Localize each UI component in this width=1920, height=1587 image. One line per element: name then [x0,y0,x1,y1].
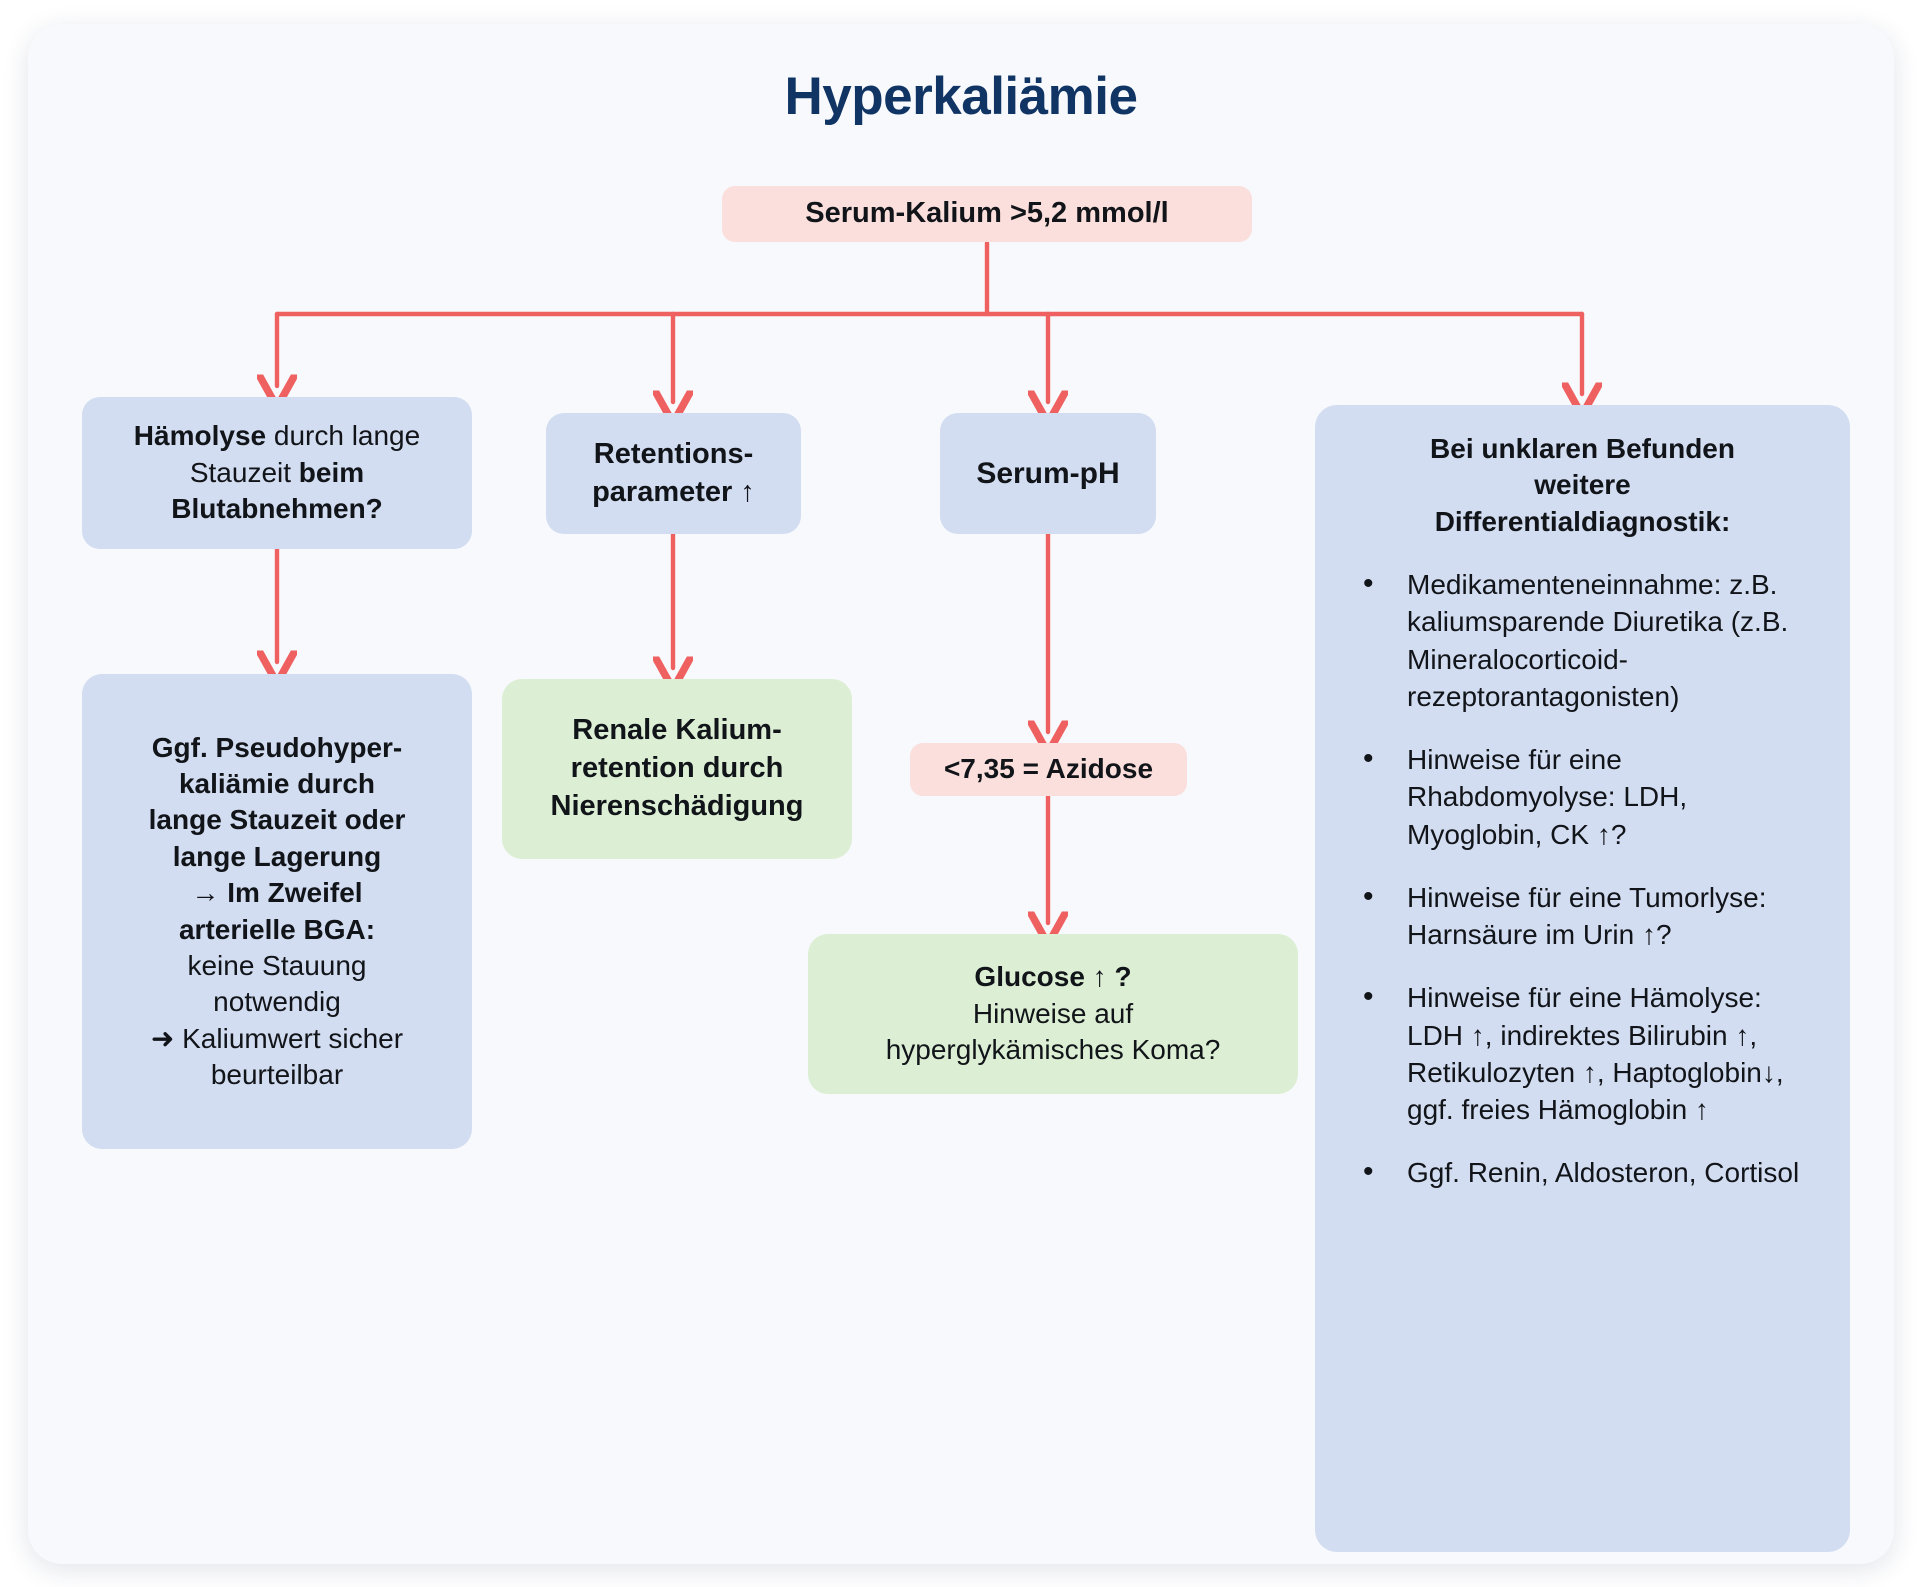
pseudo-line-9: ➜ Kaliumwert sicher [150,1022,404,1054]
node-retentionsparameter: Retentions- parameter ↑ [546,413,801,534]
dd-head-line-2: weitere [1534,469,1631,501]
node-azidose: <7,35 = Azidose [910,743,1187,796]
glucose-line-3: hyperglykämisches Koma? [885,1034,1221,1066]
pseudo-line-3: lange Stauzeit oder [148,804,406,836]
pseudo-line-1: Ggf. Pseudohyper- [151,731,403,763]
node-glucose: Glucose ↑ ? Hinweise auf hyperglykämisch… [808,934,1298,1094]
node-pseudohyperkaliaemie: Ggf. Pseudohyper- kaliämie durch lange S… [82,674,472,1149]
pseudo-line-7: keine Stauung [187,949,367,981]
pseudo-line-5: → Im Zweifel [191,877,363,909]
differentialdiagnostik-heading: Bei unklaren Befunden weitere Differenti… [1315,405,1850,540]
pseudo-line-4: lange Lagerung [172,840,382,872]
pseudo-line-8: notwendig [213,986,341,1018]
list-item: Hinweise für eine Hämolyse: LDH ↑, indir… [1349,977,1820,1128]
pseudo-line-10: beurteilbar [210,1059,344,1091]
list-item: Hinweise für eine Tumorlyse: Harnsäure i… [1349,877,1820,953]
node-serum-ph: Serum-pH [940,413,1156,534]
pseudo-line-6: arterielle BGA: [178,913,376,945]
glucose-line-1: Glucose ↑ ? [974,961,1132,993]
page-title: Hyperkaliämie [784,67,1138,126]
diagram-canvas: Hyperkaliämie Serum-Kalium > [28,24,1894,1564]
pseudo-line-2: kaliämie durch [178,767,376,799]
dd-head-line-3: Differentialdiagnostik: [1434,505,1731,537]
node-serum-kalium: Serum-Kalium >5,2 mmol/l [722,186,1252,242]
haemolyse-mid: durch lange Stauzeit [189,420,421,488]
retention-line-1: Retentions- [593,437,754,470]
list-item: Ggf. Renin, Aldosteron, Cortisol [1349,1152,1820,1192]
renale-line-1: Renale Kalium- [572,714,782,747]
node-haemolyse: Hämolyse durch lange Stauzeit beim Bluta… [82,397,472,549]
dd-head-line-1: Bei unklaren Befunden [1430,433,1735,464]
renale-line-3: Nierenschädigung [550,789,804,822]
list-item: Medikamenteneinnahme: z.B. kaliumsparend… [1349,564,1820,715]
node-renale-kaliumretention: Renale Kalium- retention durch Nierensch… [502,679,852,859]
haemolyse-bold-tail: beim Blutabnehmen? [171,456,383,525]
haemolyse-bold-lead: Hämolyse [133,420,267,452]
retention-line-2: parameter ↑ [592,475,755,508]
renale-line-2: retention durch [570,752,784,785]
glucose-line-2: Hinweise auf [972,997,1134,1029]
differentialdiagnostik-list: Medikamenteneinnahme: z.B. kaliumsparend… [1315,564,1850,1192]
node-differentialdiagnostik: Bei unklaren Befunden weitere Differenti… [1315,405,1850,1552]
list-item: Hinweise für eine Rhabdomyolyse: LDH, My… [1349,739,1820,853]
